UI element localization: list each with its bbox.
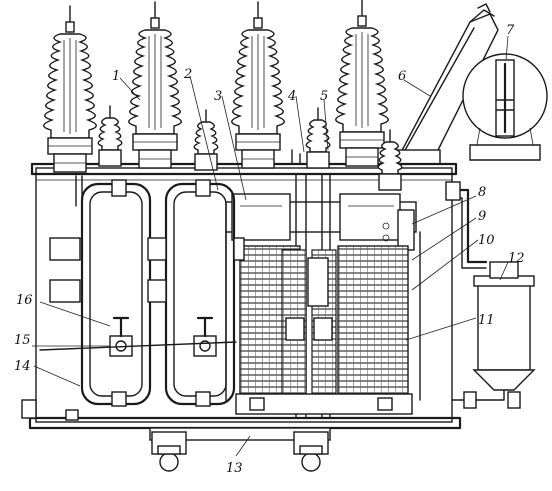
level-gauge-magnified <box>462 53 548 161</box>
callout-1: 1 <box>112 69 120 84</box>
radiator-left <box>21 175 245 421</box>
callout-11: 11 <box>478 313 495 328</box>
leader-lines <box>32 35 509 457</box>
callout-5: 5 <box>320 89 328 104</box>
callout-labels: 1 2 3 4 5 6 7 8 9 10 12 11 13 14 15 16 <box>14 23 525 476</box>
core-assembly <box>225 173 421 419</box>
callout-9: 9 <box>478 209 486 224</box>
callout-7: 7 <box>506 23 515 38</box>
callout-2: 2 <box>183 67 192 82</box>
callout-15: 15 <box>14 333 31 348</box>
conservator-pipe <box>395 3 499 165</box>
callout-3: 3 <box>214 89 222 104</box>
callout-10: 10 <box>478 233 495 248</box>
callout-4: 4 <box>287 89 296 104</box>
callout-13: 13 <box>226 461 243 476</box>
callout-16: 16 <box>16 293 33 308</box>
callout-6: 6 <box>398 69 406 84</box>
callout-14: 14 <box>14 359 31 374</box>
base-carriage <box>149 427 331 472</box>
thermosiphon-filter <box>445 181 536 409</box>
callout-8: 8 <box>478 185 486 200</box>
lv-bushings <box>97 105 403 191</box>
callout-12: 12 <box>508 251 525 266</box>
